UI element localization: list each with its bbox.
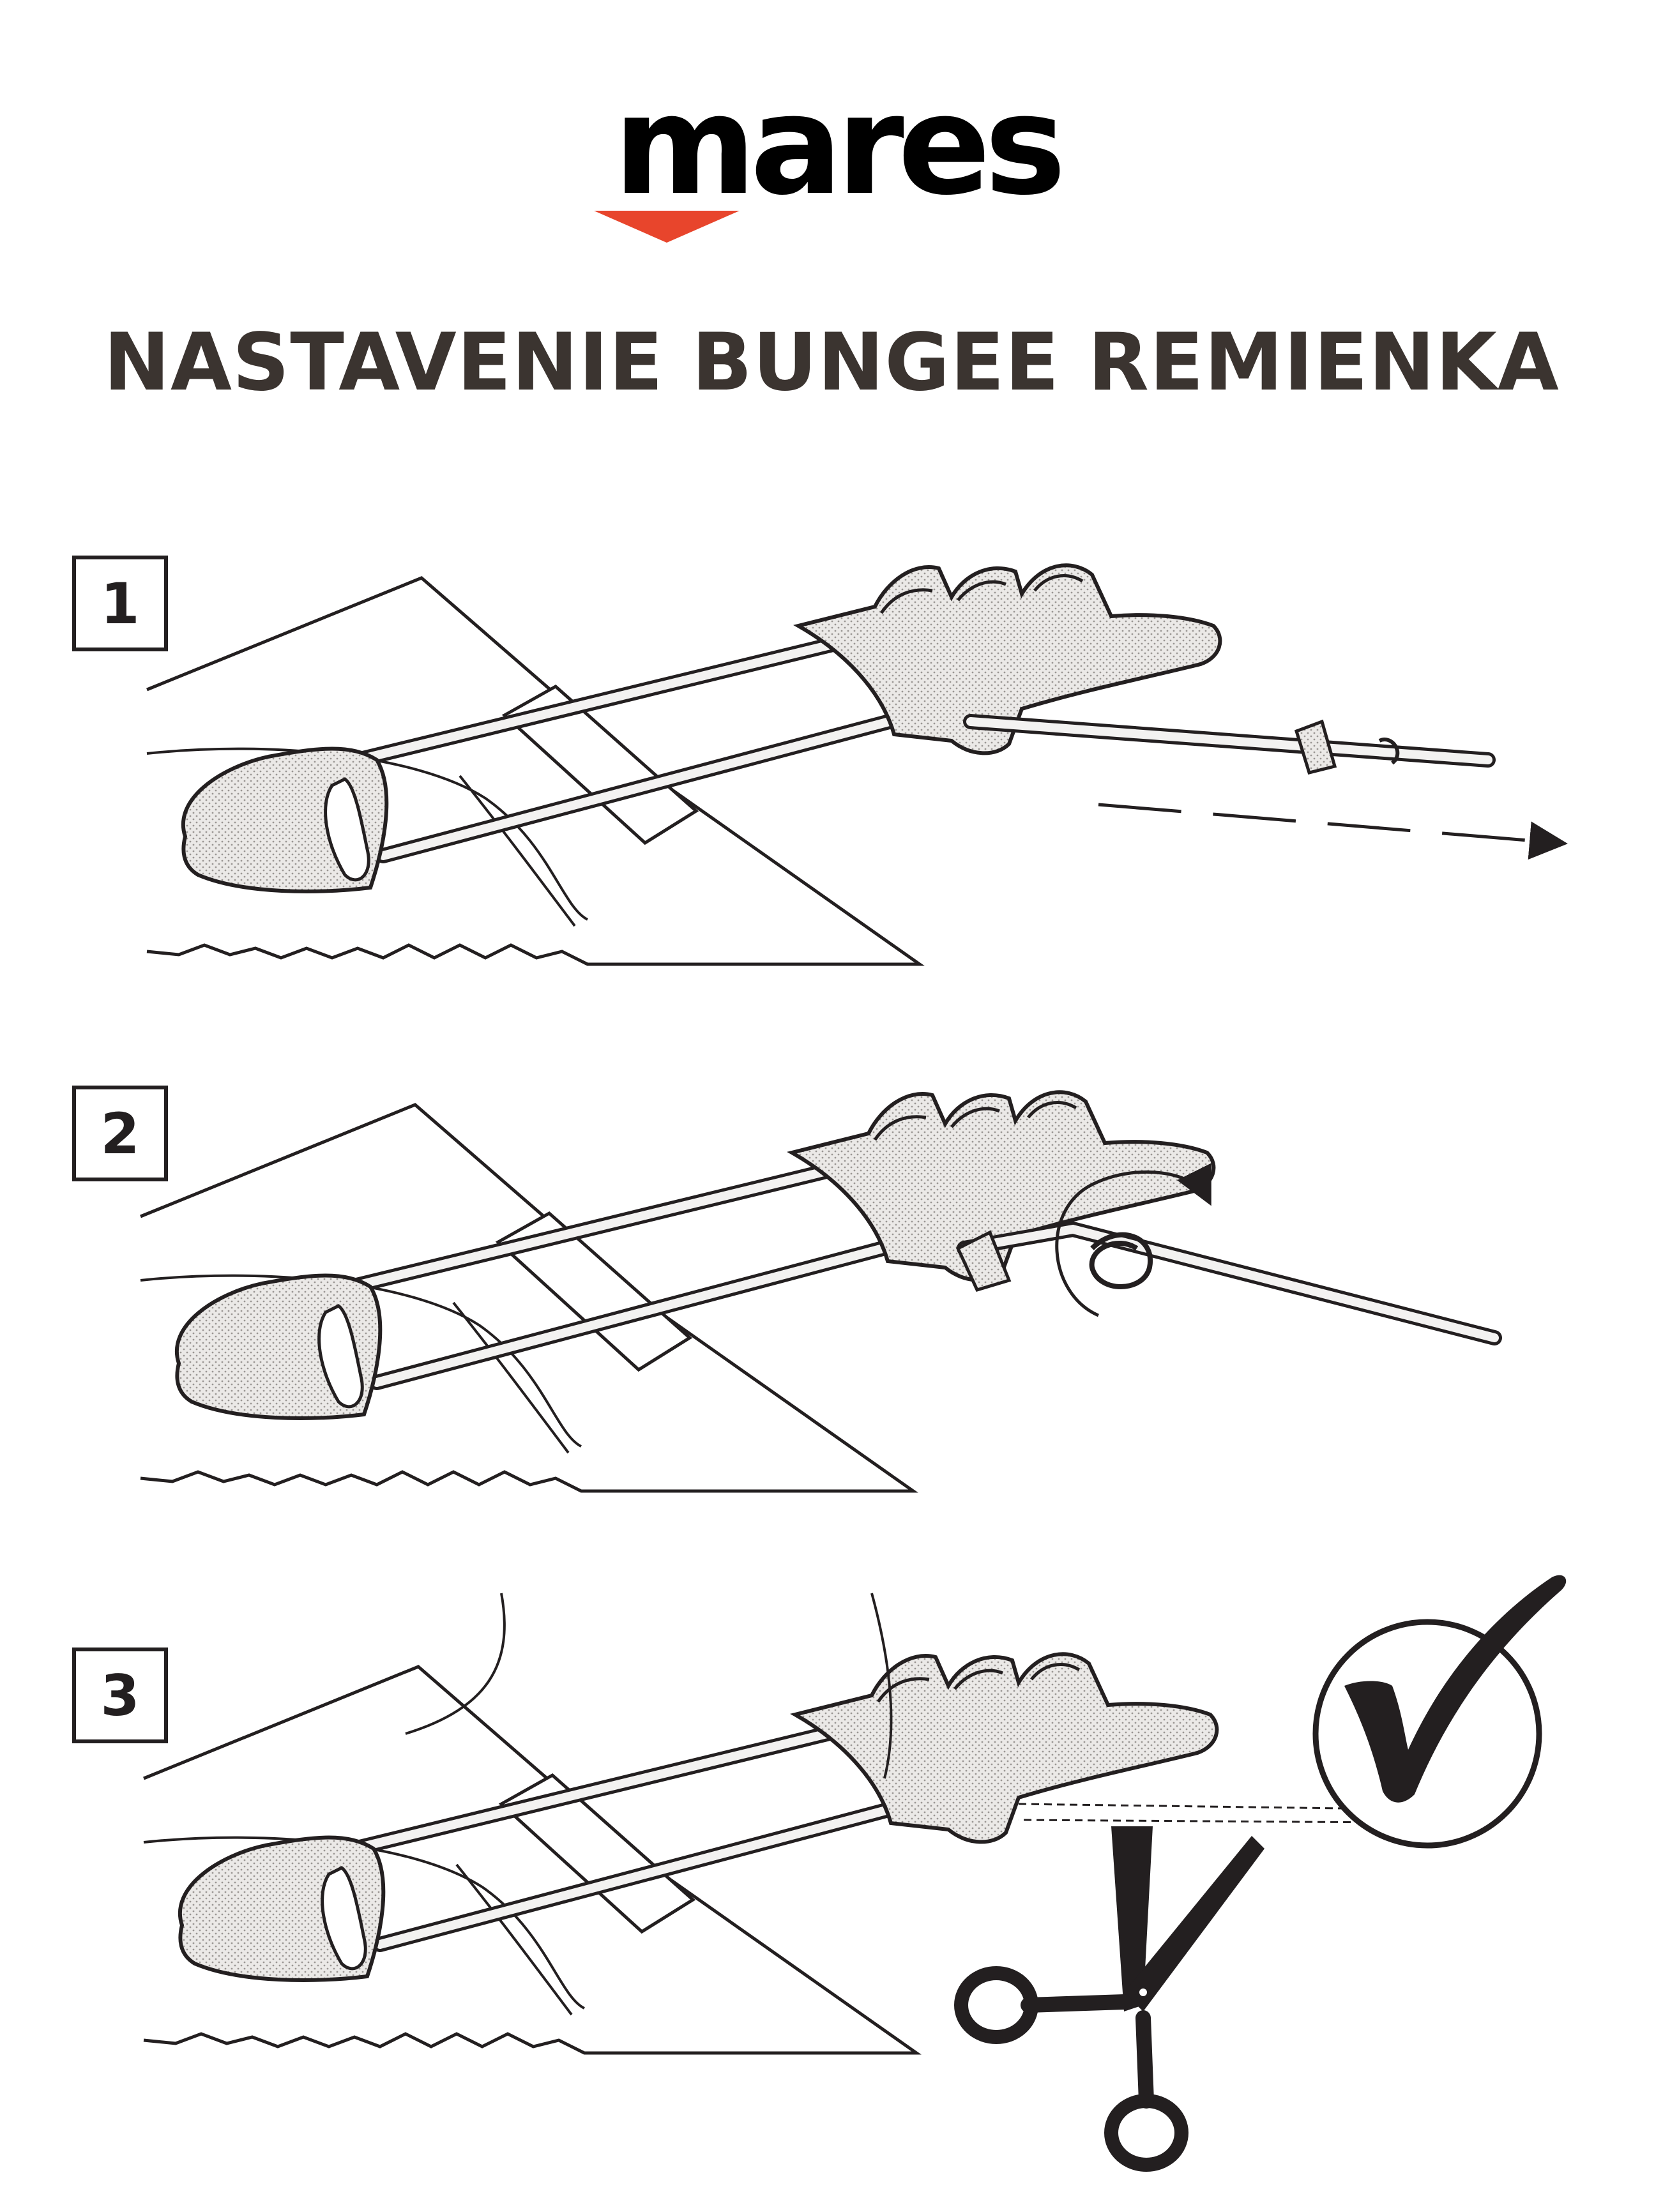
step-1-illustration [147, 565, 1568, 964]
check-icon [1312, 1575, 1567, 1849]
page-title: NASTAVENIE BUNGEE REMIENKA [103, 317, 1560, 409]
brand-logo: mares [594, 77, 1079, 249]
step-number-2: 2 [72, 1086, 168, 1181]
arrow-icon [1098, 803, 1568, 860]
brand-logo-text: mares [613, 65, 1067, 225]
step-2-illustration [140, 1092, 1502, 1491]
step-number-1: 1 [72, 556, 168, 651]
step-number-3: 3 [72, 1648, 168, 1743]
step-3-illustration [144, 1593, 1486, 2053]
brand-logo-triangle [594, 211, 740, 243]
rotate-arrow-icon [1055, 1163, 1211, 1317]
scissors-icon [954, 1826, 1264, 2172]
